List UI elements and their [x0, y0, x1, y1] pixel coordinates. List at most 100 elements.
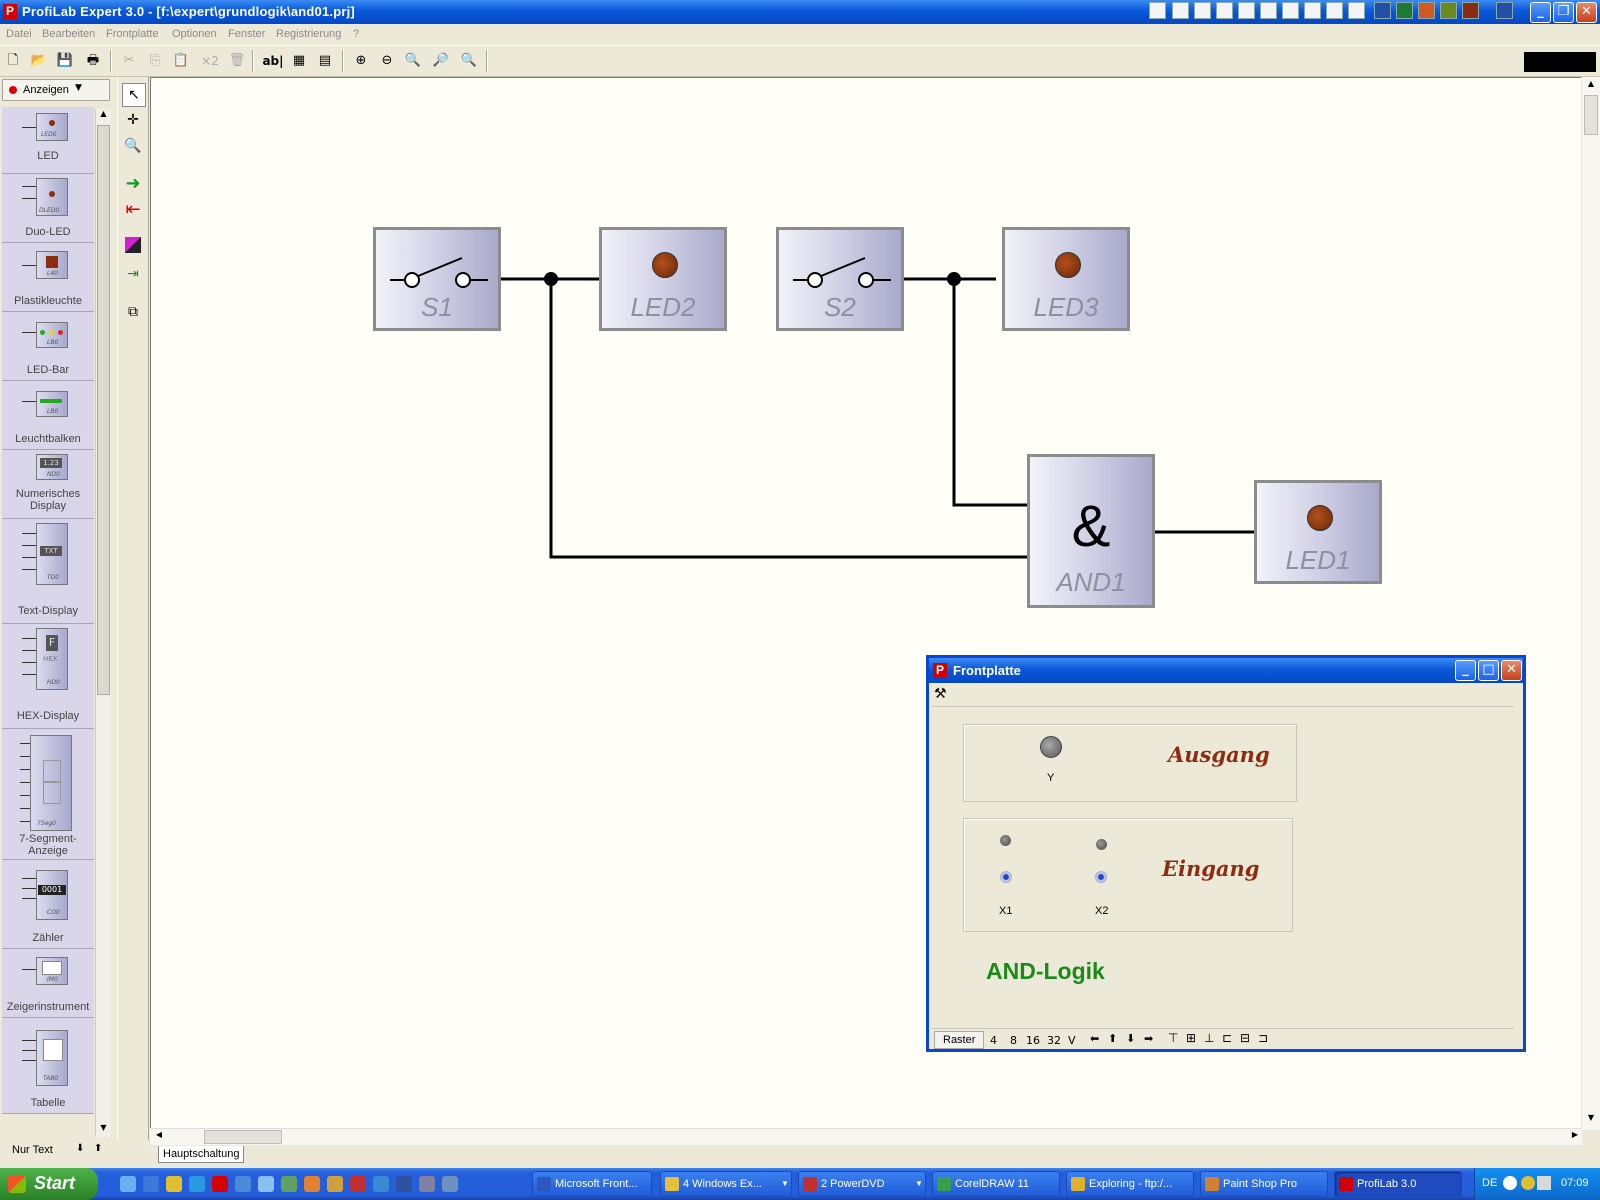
restore-button[interactable]: ❐ — [1553, 2, 1574, 23]
title-bar[interactable]: P ProfiLab Expert 3.0 - [f:\expert\grund… — [0, 0, 1600, 24]
view-mode-label[interactable]: Nur Text — [12, 1144, 53, 1156]
quicklaunch-icon[interactable] — [304, 1176, 320, 1192]
arrow-up-icon[interactable]: ⬆ — [1108, 1032, 1118, 1045]
palette-item-plastikleuchte[interactable]: L40 Plastikleuchte — [2, 243, 94, 312]
macro-icon[interactable]: ⇥ — [127, 266, 139, 282]
align-bottom-icon[interactable]: ⊥ — [1204, 1031, 1215, 1045]
color-icon[interactable] — [122, 237, 144, 259]
hammer-icon[interactable]: ⚒ — [934, 686, 947, 702]
arrow-up-icon[interactable]: ⬆ — [94, 1143, 103, 1154]
quicklaunch-icon[interactable] — [419, 1176, 435, 1192]
tray-expand-icon[interactable] — [1503, 1176, 1517, 1190]
office-bar-icon[interactable] — [1440, 2, 1457, 19]
show-desktop-icon[interactable] — [120, 1176, 136, 1192]
frontplatte-title-bar[interactable]: P Frontplatte _ □ ✕ — [929, 658, 1523, 683]
access-icon[interactable] — [1462, 2, 1479, 19]
junction-icon[interactable]: ✛ — [127, 112, 139, 128]
menu-registrierung[interactable]: Registrierung — [276, 28, 342, 40]
raster-v-button[interactable]: V — [1068, 1034, 1076, 1047]
taskbar-item-paint-shop-pro[interactable]: Paint Shop Pro — [1200, 1171, 1328, 1197]
menu-datei[interactable]: Datei — [6, 28, 32, 40]
taskbar-item-profilab[interactable]: ProfiLab 3.0 — [1334, 1171, 1462, 1197]
print-icon[interactable]: 🖶 — [86, 53, 100, 68]
raster-4-button[interactable]: 4 — [990, 1034, 997, 1047]
copy-icon[interactable]: ⎘ — [149, 53, 161, 68]
maximize-button[interactable]: □ — [1478, 660, 1499, 681]
frontplatte-window[interactable]: P Frontplatte _ □ ✕ ⚒ Y Ausgang X1 X2 Ei… — [926, 655, 1526, 1052]
office-bar-icon[interactable] — [1304, 2, 1321, 19]
run-icon[interactable]: ➜ — [125, 173, 141, 194]
ie-icon[interactable] — [143, 1176, 159, 1192]
quicklaunch-icon[interactable] — [396, 1176, 412, 1192]
palette-item-led[interactable]: LED0 LED — [2, 107, 94, 174]
start-button[interactable]: Start — [0, 1168, 98, 1200]
quicklaunch-icon[interactable] — [281, 1176, 297, 1192]
category-dropdown[interactable]: Anzeigen ▼ — [2, 79, 110, 101]
quicklaunch-icon[interactable] — [166, 1176, 182, 1192]
raster-8-button[interactable]: 8 — [1010, 1034, 1017, 1047]
scroll-up-icon[interactable]: ▲ — [1587, 79, 1595, 88]
profilab-icon[interactable] — [212, 1176, 228, 1192]
toggle-switch-x2[interactable] — [1095, 871, 1107, 883]
switch-s2[interactable]: S2 — [776, 227, 904, 331]
quicklaunch-icon[interactable] — [373, 1176, 389, 1192]
open-folder-icon[interactable]: 📂 — [30, 53, 48, 68]
palette-scrollbar[interactable]: ▲ ▼ — [95, 109, 111, 1137]
office-bar-icon[interactable] — [1260, 2, 1277, 19]
quicklaunch-icon[interactable] — [258, 1176, 274, 1192]
raster-32-button[interactable]: 32 — [1047, 1034, 1061, 1047]
frontplate-icon[interactable]: ⧉ — [128, 304, 138, 320]
quicklaunch-icon[interactable] — [235, 1176, 251, 1192]
office-bar-icon[interactable] — [1149, 2, 1166, 19]
office-bar-icon[interactable] — [1282, 2, 1299, 19]
pointer-icon[interactable]: ↖ — [122, 83, 146, 107]
menu-frontplatte[interactable]: Frontplatte — [106, 28, 159, 40]
zoom-in-icon[interactable]: ⊕ — [355, 53, 367, 68]
zoom-out-icon[interactable]: ⊖ — [381, 53, 393, 68]
scroll-thumb[interactable] — [204, 1130, 282, 1144]
quicklaunch-icon[interactable] — [327, 1176, 343, 1192]
arrow-right-icon[interactable]: ➡ — [1144, 1032, 1154, 1045]
text-tool-icon[interactable]: ab| — [262, 54, 284, 68]
zoom-all-icon[interactable]: 🔍 — [460, 53, 478, 68]
led-led3[interactable]: LED3 — [1002, 227, 1130, 331]
office-bar-icon[interactable] — [1326, 2, 1343, 19]
minimize-button[interactable]: _ — [1530, 2, 1551, 23]
minimize-button[interactable]: _ — [1455, 660, 1476, 681]
palette-item-zeigerinstrument[interactable]: IM0 Zeigerinstrument — [2, 949, 94, 1018]
excel-icon[interactable] — [1396, 2, 1413, 19]
paste-icon[interactable]: 📋 — [172, 53, 190, 68]
toggle-switch-x1[interactable] — [1000, 871, 1012, 883]
led-led2[interactable]: LED2 — [599, 227, 727, 331]
stop-icon[interactable]: ⇤ — [125, 199, 141, 220]
close-button[interactable]: ✕ — [1576, 2, 1597, 23]
office-bar-icon[interactable] — [1348, 2, 1365, 19]
office-bar-icon[interactable] — [1194, 2, 1211, 19]
office-bar-icon[interactable] — [1496, 2, 1513, 19]
align-middle-icon[interactable]: ⊞ — [1186, 1031, 1197, 1045]
taskbar-item-exploring-ftp[interactable]: Exploring - ftp:/... — [1066, 1171, 1194, 1197]
cut-icon[interactable]: ✂ — [123, 53, 135, 68]
align-right-icon[interactable]: ⊐ — [1258, 1031, 1269, 1045]
duplicate-icon[interactable]: ×2 — [201, 54, 219, 68]
align-center-icon[interactable]: ⊟ — [1240, 1031, 1251, 1045]
scroll-down-icon[interactable]: ▼ — [1587, 1113, 1595, 1122]
close-button[interactable]: ✕ — [1501, 660, 1522, 681]
canvas-hscrollbar[interactable]: ◀ ▶ — [150, 1128, 1582, 1146]
led-led1[interactable]: LED1 — [1254, 480, 1382, 584]
zoom-icon[interactable]: 🔍 — [404, 53, 422, 68]
palette-item-leuchtbalken[interactable]: LB0 Leuchtbalken — [2, 381, 94, 450]
zoom-tool-icon[interactable]: 🔍 — [124, 138, 142, 154]
and-gate-and1[interactable]: & AND1 — [1027, 454, 1155, 608]
arrow-left-icon[interactable]: ⬅ — [1090, 1032, 1100, 1045]
palette-item-led-bar[interactable]: LB0 LED-Bar — [2, 312, 94, 381]
arrow-down-icon[interactable]: ⬇ — [1126, 1032, 1136, 1045]
new-file-icon[interactable]: 🗋 — [7, 53, 19, 68]
palette-item-7-segment[interactable]: 7Seg0 7-Segment-Anzeige — [2, 729, 94, 860]
office-bar-icon[interactable] — [1216, 2, 1233, 19]
office-bar-icon[interactable] — [1172, 2, 1189, 19]
